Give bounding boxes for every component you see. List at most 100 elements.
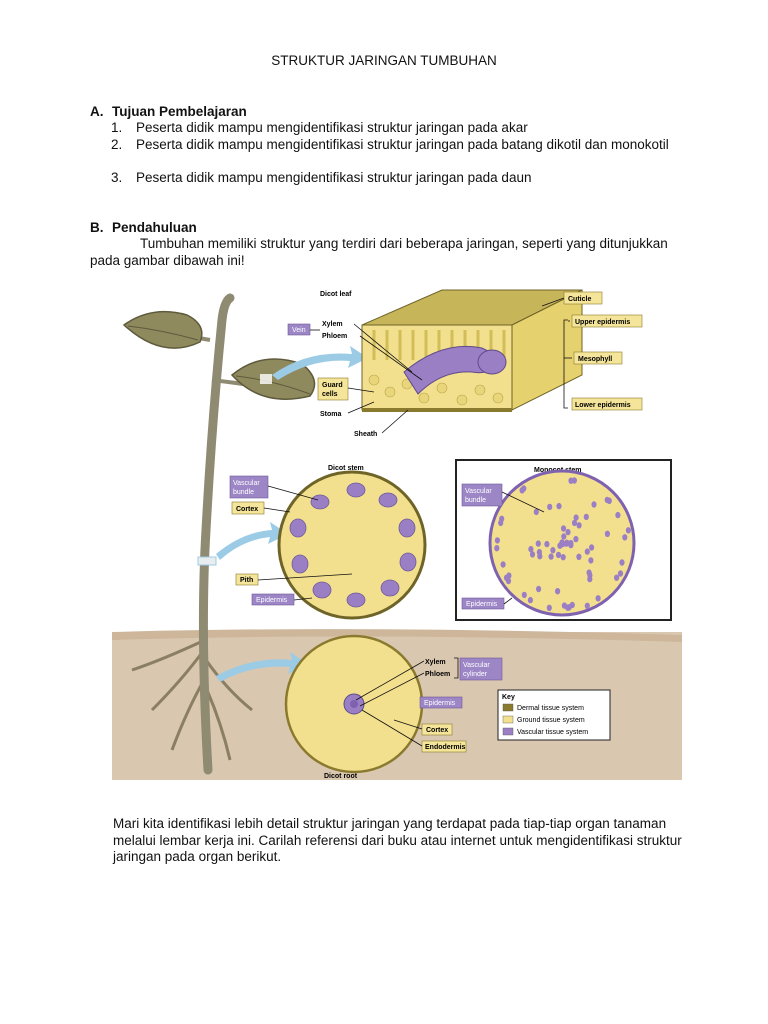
monocot-bundle-dot bbox=[529, 551, 536, 558]
monocot-bundle-dot bbox=[565, 528, 571, 536]
monocot-bundle-dot bbox=[584, 548, 590, 555]
section-b-heading: B. Pendahuluan bbox=[90, 220, 197, 235]
objective-text: Peserta didik mampu mengidentifikasi str… bbox=[136, 120, 528, 135]
monocot-bundle-dot bbox=[591, 501, 597, 508]
monocot-bundle-dot bbox=[622, 534, 628, 541]
intro-paragraph: Tumbuhan memiliki struktur yang terdiri … bbox=[90, 236, 668, 268]
monocot-vascular-bundles bbox=[494, 477, 632, 611]
cylinder-label: cylinder bbox=[463, 671, 488, 678]
monocot-bundle-dot bbox=[604, 530, 610, 537]
monocot-bundle-dot bbox=[559, 539, 565, 546]
monocot-bundle-dot bbox=[547, 503, 553, 511]
objective-item-3: 3. Peserta didik mampu mengidentifikasi … bbox=[111, 170, 671, 187]
monocot-bundle-dot bbox=[576, 553, 582, 560]
monocot-bundle-dot bbox=[535, 540, 541, 547]
root-phloem-label: Phloem bbox=[425, 671, 450, 678]
monocot-bundle-dot bbox=[521, 591, 527, 599]
key-title: Key bbox=[502, 694, 515, 701]
monocot-bundle-dot bbox=[571, 519, 578, 527]
leaf-title: Dicot leaf bbox=[320, 291, 352, 298]
monocot-bundle-dot bbox=[619, 559, 625, 566]
page-title: STRUKTUR JARINGAN TUMBUHAN bbox=[271, 53, 497, 68]
monocot-bundle-dot bbox=[500, 561, 506, 568]
upper-epidermis-label: Upper epidermis bbox=[575, 319, 630, 326]
monocot-bundle-dot bbox=[555, 551, 562, 559]
leaf-upper bbox=[122, 310, 203, 349]
monocot-bundle-dot bbox=[573, 514, 579, 521]
monocot-bundle-dot bbox=[606, 497, 612, 504]
endodermis-label: Endodermis bbox=[425, 744, 466, 751]
monocot-bundle-dot bbox=[537, 553, 543, 560]
monocot-bundle-dot bbox=[565, 604, 571, 611]
xylem-label: Xylem bbox=[322, 321, 343, 328]
monocot-bundle-dot bbox=[533, 508, 539, 516]
vascular-label: Vascular bbox=[233, 480, 260, 487]
leaf-labels: Dicot leaf Vein Xylem Phloem Guard cells… bbox=[287, 291, 643, 438]
monocot-bundle-dot bbox=[588, 557, 594, 564]
key-ground-label: Ground tissue system bbox=[517, 717, 585, 724]
plant-tissue-figure: Dicot leaf Vein Xylem Phloem Guard cells… bbox=[112, 289, 682, 780]
monocot-stem-diagram: Monocot stem Vascular bundle Epidermis bbox=[455, 459, 672, 621]
dicot-stem-diagram: Dicot stem bbox=[277, 465, 427, 620]
objective-number: 3. bbox=[111, 170, 123, 185]
dicot-root-diagram: Dicot root bbox=[284, 634, 424, 780]
plant-stem bbox=[198, 293, 235, 775]
monocot-epidermis-label: Epidermis bbox=[466, 601, 498, 608]
monocot-bundle-dot bbox=[505, 577, 512, 585]
objective-number: 1. bbox=[111, 120, 123, 135]
key-vascular-label: Vascular tissue system bbox=[517, 729, 588, 736]
monocot-bundle-dot bbox=[568, 539, 574, 547]
stem-section-marker bbox=[197, 556, 217, 566]
monocot-bundle-dot bbox=[589, 544, 595, 551]
monocot-bundle-dot bbox=[561, 533, 567, 540]
section-a-letter: A. bbox=[90, 104, 104, 119]
objective-item-2: 2. Peserta didik mampu mengidentifikasi … bbox=[111, 137, 671, 154]
root-epidermis-label: Epidermis bbox=[424, 700, 456, 707]
cuticle-label: Cuticle bbox=[568, 296, 591, 303]
root-title: Dicot root bbox=[324, 773, 358, 780]
monocot-bundle-dot bbox=[494, 537, 500, 544]
section-a-heading: A. Tujuan Pembelajaran bbox=[90, 104, 247, 119]
monocot-bundle-dot bbox=[615, 511, 621, 519]
monocot-bundle-dot bbox=[563, 540, 569, 547]
cortex-label: Cortex bbox=[236, 506, 258, 513]
section-a-title: Tujuan Pembelajaran bbox=[112, 104, 247, 119]
monocot-bundle-dot bbox=[494, 545, 500, 552]
objective-number: 2. bbox=[111, 137, 123, 152]
tissue-key: Key Dermal tissue system Ground tissue s… bbox=[497, 689, 611, 741]
monocot-vascular-label: Vascular bbox=[465, 488, 492, 495]
monocot-bundle-dot bbox=[546, 604, 552, 611]
objective-text: Peserta didik mampu mengidentifikasi str… bbox=[136, 170, 532, 185]
section-b-title: Pendahuluan bbox=[112, 220, 197, 235]
root-cortex-label: Cortex bbox=[426, 727, 448, 734]
dicot-stem-title: Dicot stem bbox=[328, 465, 364, 472]
mesophyll-label: Mesophyll bbox=[578, 356, 612, 363]
monocot-bundle-dot bbox=[584, 602, 590, 609]
vein-label: Vein bbox=[292, 327, 306, 334]
vascular-cylinder-label: Vascular bbox=[463, 662, 490, 669]
monocot-bundle-dot bbox=[560, 554, 566, 561]
section-b-letter: B. bbox=[90, 220, 104, 235]
monocot-bundle-dot bbox=[595, 595, 601, 602]
bundle-label: bundle bbox=[233, 489, 254, 496]
monocot-bundle-dot bbox=[555, 588, 561, 595]
pith-label: Pith bbox=[240, 577, 253, 584]
monocot-bundle-dot bbox=[556, 502, 562, 510]
monocot-bundle-dot bbox=[560, 525, 567, 532]
monocot-bundle-dot bbox=[568, 477, 574, 484]
monocot-bundle-dot bbox=[617, 570, 624, 577]
monocot-bundle-dot bbox=[506, 572, 512, 579]
vascular-bundles-ring bbox=[289, 482, 417, 608]
key-dermal-label: Dermal tissue system bbox=[517, 705, 584, 712]
epidermis-label: Epidermis bbox=[256, 597, 288, 604]
closing-paragraph: Mari kita identifikasi lebih detail stru… bbox=[113, 816, 682, 864]
monocot-bundle-dot bbox=[569, 601, 575, 609]
monocot-bundle-dot bbox=[544, 540, 550, 548]
objective-item-1: 1. Peserta didik mampu mengidentifikasi … bbox=[111, 120, 671, 137]
dicot-stem-labels: Vascular bundle Cortex Pith Epidermis bbox=[229, 475, 353, 606]
root-labels: Xylem Phloem Vascular cylinder Epidermis… bbox=[355, 657, 503, 753]
monocot-bundle-dot bbox=[550, 547, 556, 554]
sheath-label: Sheath bbox=[354, 431, 377, 438]
monocot-bundle-dot bbox=[519, 487, 525, 494]
monocot-bundle-dot bbox=[583, 513, 589, 521]
